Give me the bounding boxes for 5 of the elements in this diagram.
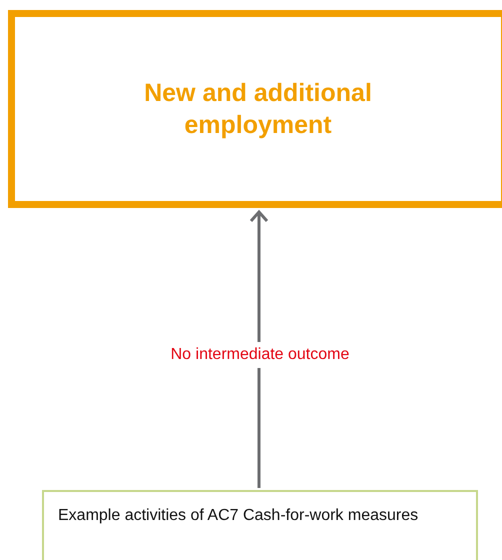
activity-box — [42, 490, 478, 560]
outcome-title: New and additional employment — [143, 78, 373, 141]
activity-text: Example activities of AC7 Cash-for-work measures — [58, 506, 418, 526]
arrow — [250, 210, 268, 488]
outcome-box — [8, 10, 502, 208]
